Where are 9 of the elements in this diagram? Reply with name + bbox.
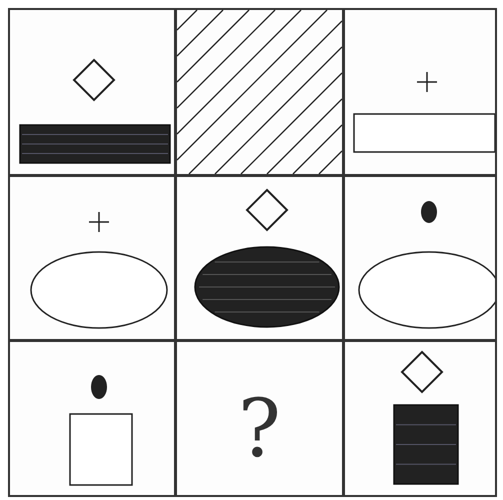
grid-cell: [175, 175, 344, 341]
grid-cell: [8, 8, 176, 176]
grid-cell: [343, 8, 497, 176]
grid-cell: [343, 175, 497, 341]
grid-cell: [8, 340, 176, 497]
grid-cell: [175, 340, 344, 497]
question-mark: ?: [238, 388, 281, 468]
grid-cell: [343, 340, 497, 497]
grid-cell: [8, 175, 176, 341]
